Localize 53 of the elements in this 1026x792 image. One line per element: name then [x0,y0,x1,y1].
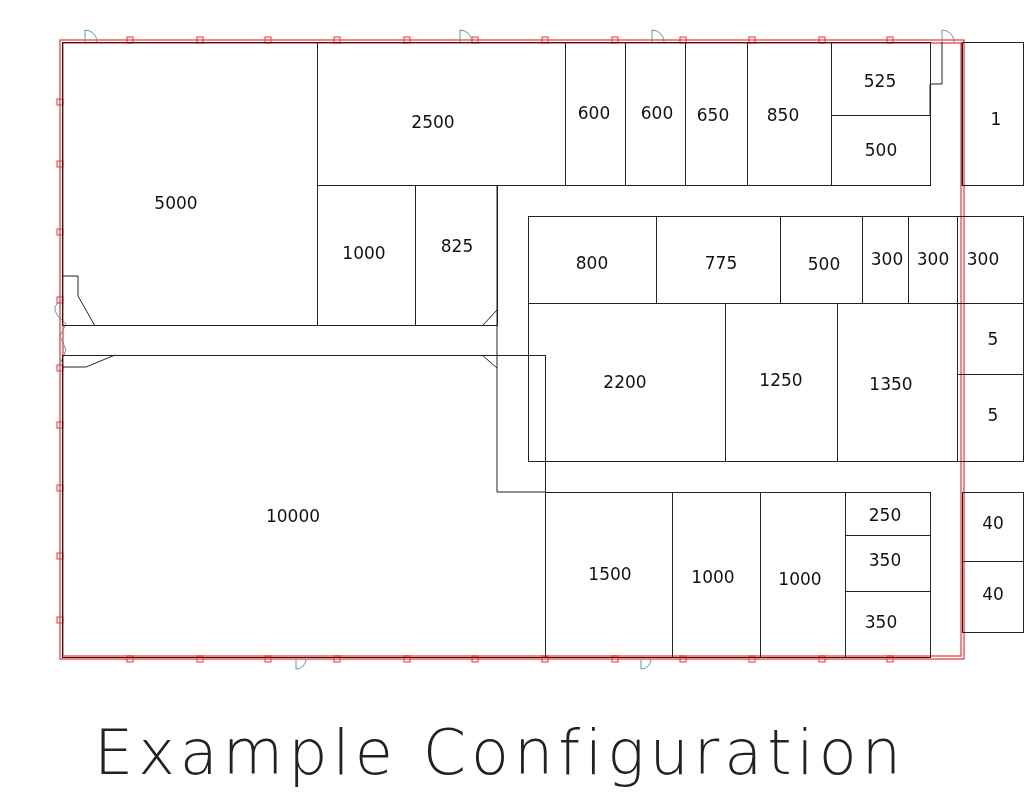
room-outline [957,374,1024,462]
room-area-label: 650 [696,106,730,124]
room-outline [62,42,318,326]
room-outline [415,185,498,326]
room-area-label: 5 [987,406,999,424]
room-area-label: 1500 [588,565,632,583]
room-area-label: 300 [870,250,904,268]
room-area-label: 2200 [603,373,647,391]
room-area-label: 300 [916,250,950,268]
room-area-label: 40 [982,514,1004,532]
room-area-label: 1250 [759,371,803,389]
room-area-label: 1000 [691,568,735,586]
room-area-label: 500 [864,141,898,159]
room-outline [831,42,931,116]
room-area-label: 800 [575,254,609,272]
room-outline [62,355,546,658]
room-outline [565,42,626,186]
room-outline [672,492,761,658]
room-area-label: 5 [987,330,999,348]
room-area-label: 850 [766,106,800,124]
room-outline [845,492,931,536]
room-area-label: 500 [807,255,841,273]
room-area-label: 5000 [154,194,198,212]
room-outline [528,216,657,304]
room-area-label: 250 [868,506,902,524]
room-outline [625,42,686,186]
room-outline [747,42,832,186]
room-area-label: 40 [982,585,1004,603]
room-outline [760,492,846,658]
room-area-label: 2500 [411,113,455,131]
room-outline [528,303,726,462]
room-area-label: 775 [704,254,738,272]
room-area-label: 350 [868,551,902,569]
room-area-label: 600 [640,104,674,122]
room-area-label: 300 [966,250,1000,268]
room-outline [957,216,1024,304]
room-outline [545,492,673,658]
room-area-label: 1000 [342,244,386,262]
room-area-label: 825 [440,237,474,255]
room-area-label: 10000 [265,507,321,525]
room-outline [685,42,748,186]
room-outline [962,42,1024,186]
room-outline [962,492,1024,562]
room-outline [317,42,566,186]
room-area-label: 1000 [778,570,822,588]
room-area-label: 350 [864,613,898,631]
room-outline [831,115,931,186]
room-outline [845,591,931,658]
room-area-label: 1350 [869,375,913,393]
room-area-label: 1 [990,110,1002,128]
room-area-label: 525 [863,72,897,90]
room-outline [962,561,1024,633]
room-area-label: 600 [577,104,611,122]
